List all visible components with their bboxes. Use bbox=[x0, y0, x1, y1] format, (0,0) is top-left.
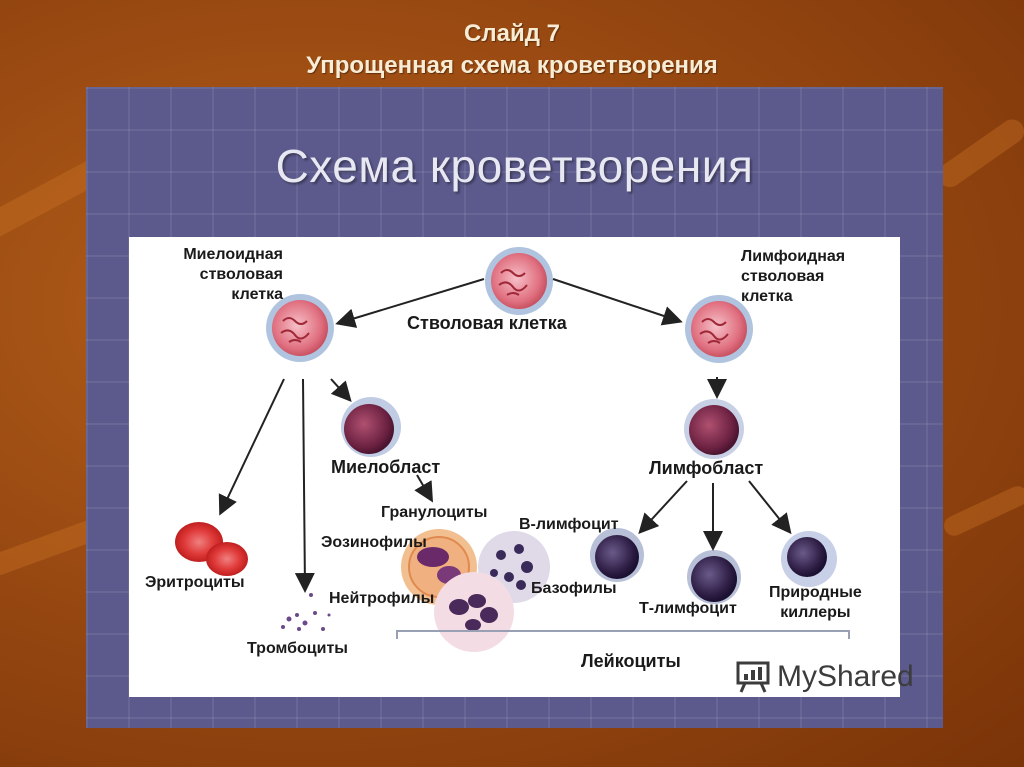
stem-cell-label: Стволовая клетка bbox=[407, 313, 567, 333]
diagram-graphics bbox=[175, 247, 850, 652]
myeloid-stem-cell-icon bbox=[266, 294, 334, 362]
arrow-stem-to-lymphoid bbox=[552, 278, 683, 326]
myeloblast-label: Миелобласт bbox=[331, 457, 441, 477]
lymphoid-line-2: стволовая bbox=[741, 268, 825, 285]
watermark-text: MyShared bbox=[777, 660, 914, 693]
myeloid-line-3: клетка bbox=[231, 286, 283, 303]
t-lymphocyte-icon bbox=[687, 550, 741, 604]
lymphoid-stem-cell-label: Лимфоидная стволовая клетка bbox=[741, 247, 845, 307]
background-streak bbox=[940, 482, 1024, 540]
granulocytes-label: Гранулоциты bbox=[381, 504, 488, 521]
arrow-myeloid-to-thrombocytes bbox=[294, 378, 315, 593]
thrombocytes-label: Тромбоциты bbox=[247, 640, 348, 657]
nk-line-1: Природные bbox=[769, 584, 862, 601]
panel-title: Схема кроветворения bbox=[275, 140, 754, 192]
thrombocytes-icon bbox=[281, 593, 331, 631]
natural-killers-label: Природные киллеры bbox=[769, 583, 862, 623]
eosinophils-label: Эозинофилы bbox=[321, 534, 427, 551]
erythrocytes-label: Эритроциты bbox=[145, 574, 245, 591]
b-lymphocyte-icon bbox=[590, 528, 644, 582]
watermark: MyShared bbox=[735, 660, 914, 694]
stem-cell-icon bbox=[485, 247, 553, 315]
slide-number: Слайд 7 bbox=[464, 20, 560, 47]
myeloid-line-2: стволовая bbox=[199, 266, 283, 283]
basophils-label: Базофилы bbox=[531, 580, 617, 597]
hematopoiesis-diagram: Миелоидная стволовая клетка Лимфоидная с… bbox=[129, 237, 900, 697]
slide-header: Слайд 7 Упрощенная схема кроветворения bbox=[0, 18, 1024, 82]
lymphoid-stem-cell-icon bbox=[685, 295, 753, 363]
t-lymphocyte-label: Т-лимфоцит bbox=[639, 600, 737, 617]
myeloid-line-1: Миелоидная bbox=[183, 246, 283, 263]
lymphoblast-icon bbox=[684, 399, 744, 459]
natural-killers-icon bbox=[781, 531, 837, 587]
arrow-stem-to-myeloid bbox=[335, 278, 485, 328]
lymphoblast-label: Лимфобласт bbox=[649, 458, 764, 478]
b-lymphocyte-label: В-лимфоцит bbox=[519, 516, 619, 533]
lymphoid-line-1: Лимфоидная bbox=[741, 248, 846, 265]
arrow-myeloid-to-myeloblast bbox=[330, 378, 352, 402]
myeloid-stem-cell-label: Миелоидная стволовая клетка bbox=[133, 245, 283, 305]
nk-line-2: киллеры bbox=[780, 604, 851, 621]
lymphoid-line-3: клетка bbox=[741, 288, 793, 305]
arrow-lymphoblast-to-nk bbox=[748, 480, 792, 535]
leukocytes-bracket bbox=[396, 630, 850, 639]
background-streak bbox=[933, 114, 1024, 192]
myeloblast-icon bbox=[341, 397, 401, 457]
arrow-myeloblast-to-granulocytes bbox=[414, 474, 434, 503]
leukocytes-label: Лейкоциты bbox=[581, 651, 681, 671]
slide-subtitle: Упрощенная схема кроветворения bbox=[306, 52, 718, 79]
arrow-myeloid-to-erythrocytes bbox=[218, 378, 285, 516]
erythrocytes-icon bbox=[175, 522, 248, 576]
neutrophils-label: Нейтрофилы bbox=[329, 590, 435, 607]
arrow-lymphoblast-to-b bbox=[638, 480, 688, 534]
presentation-icon bbox=[736, 661, 770, 693]
